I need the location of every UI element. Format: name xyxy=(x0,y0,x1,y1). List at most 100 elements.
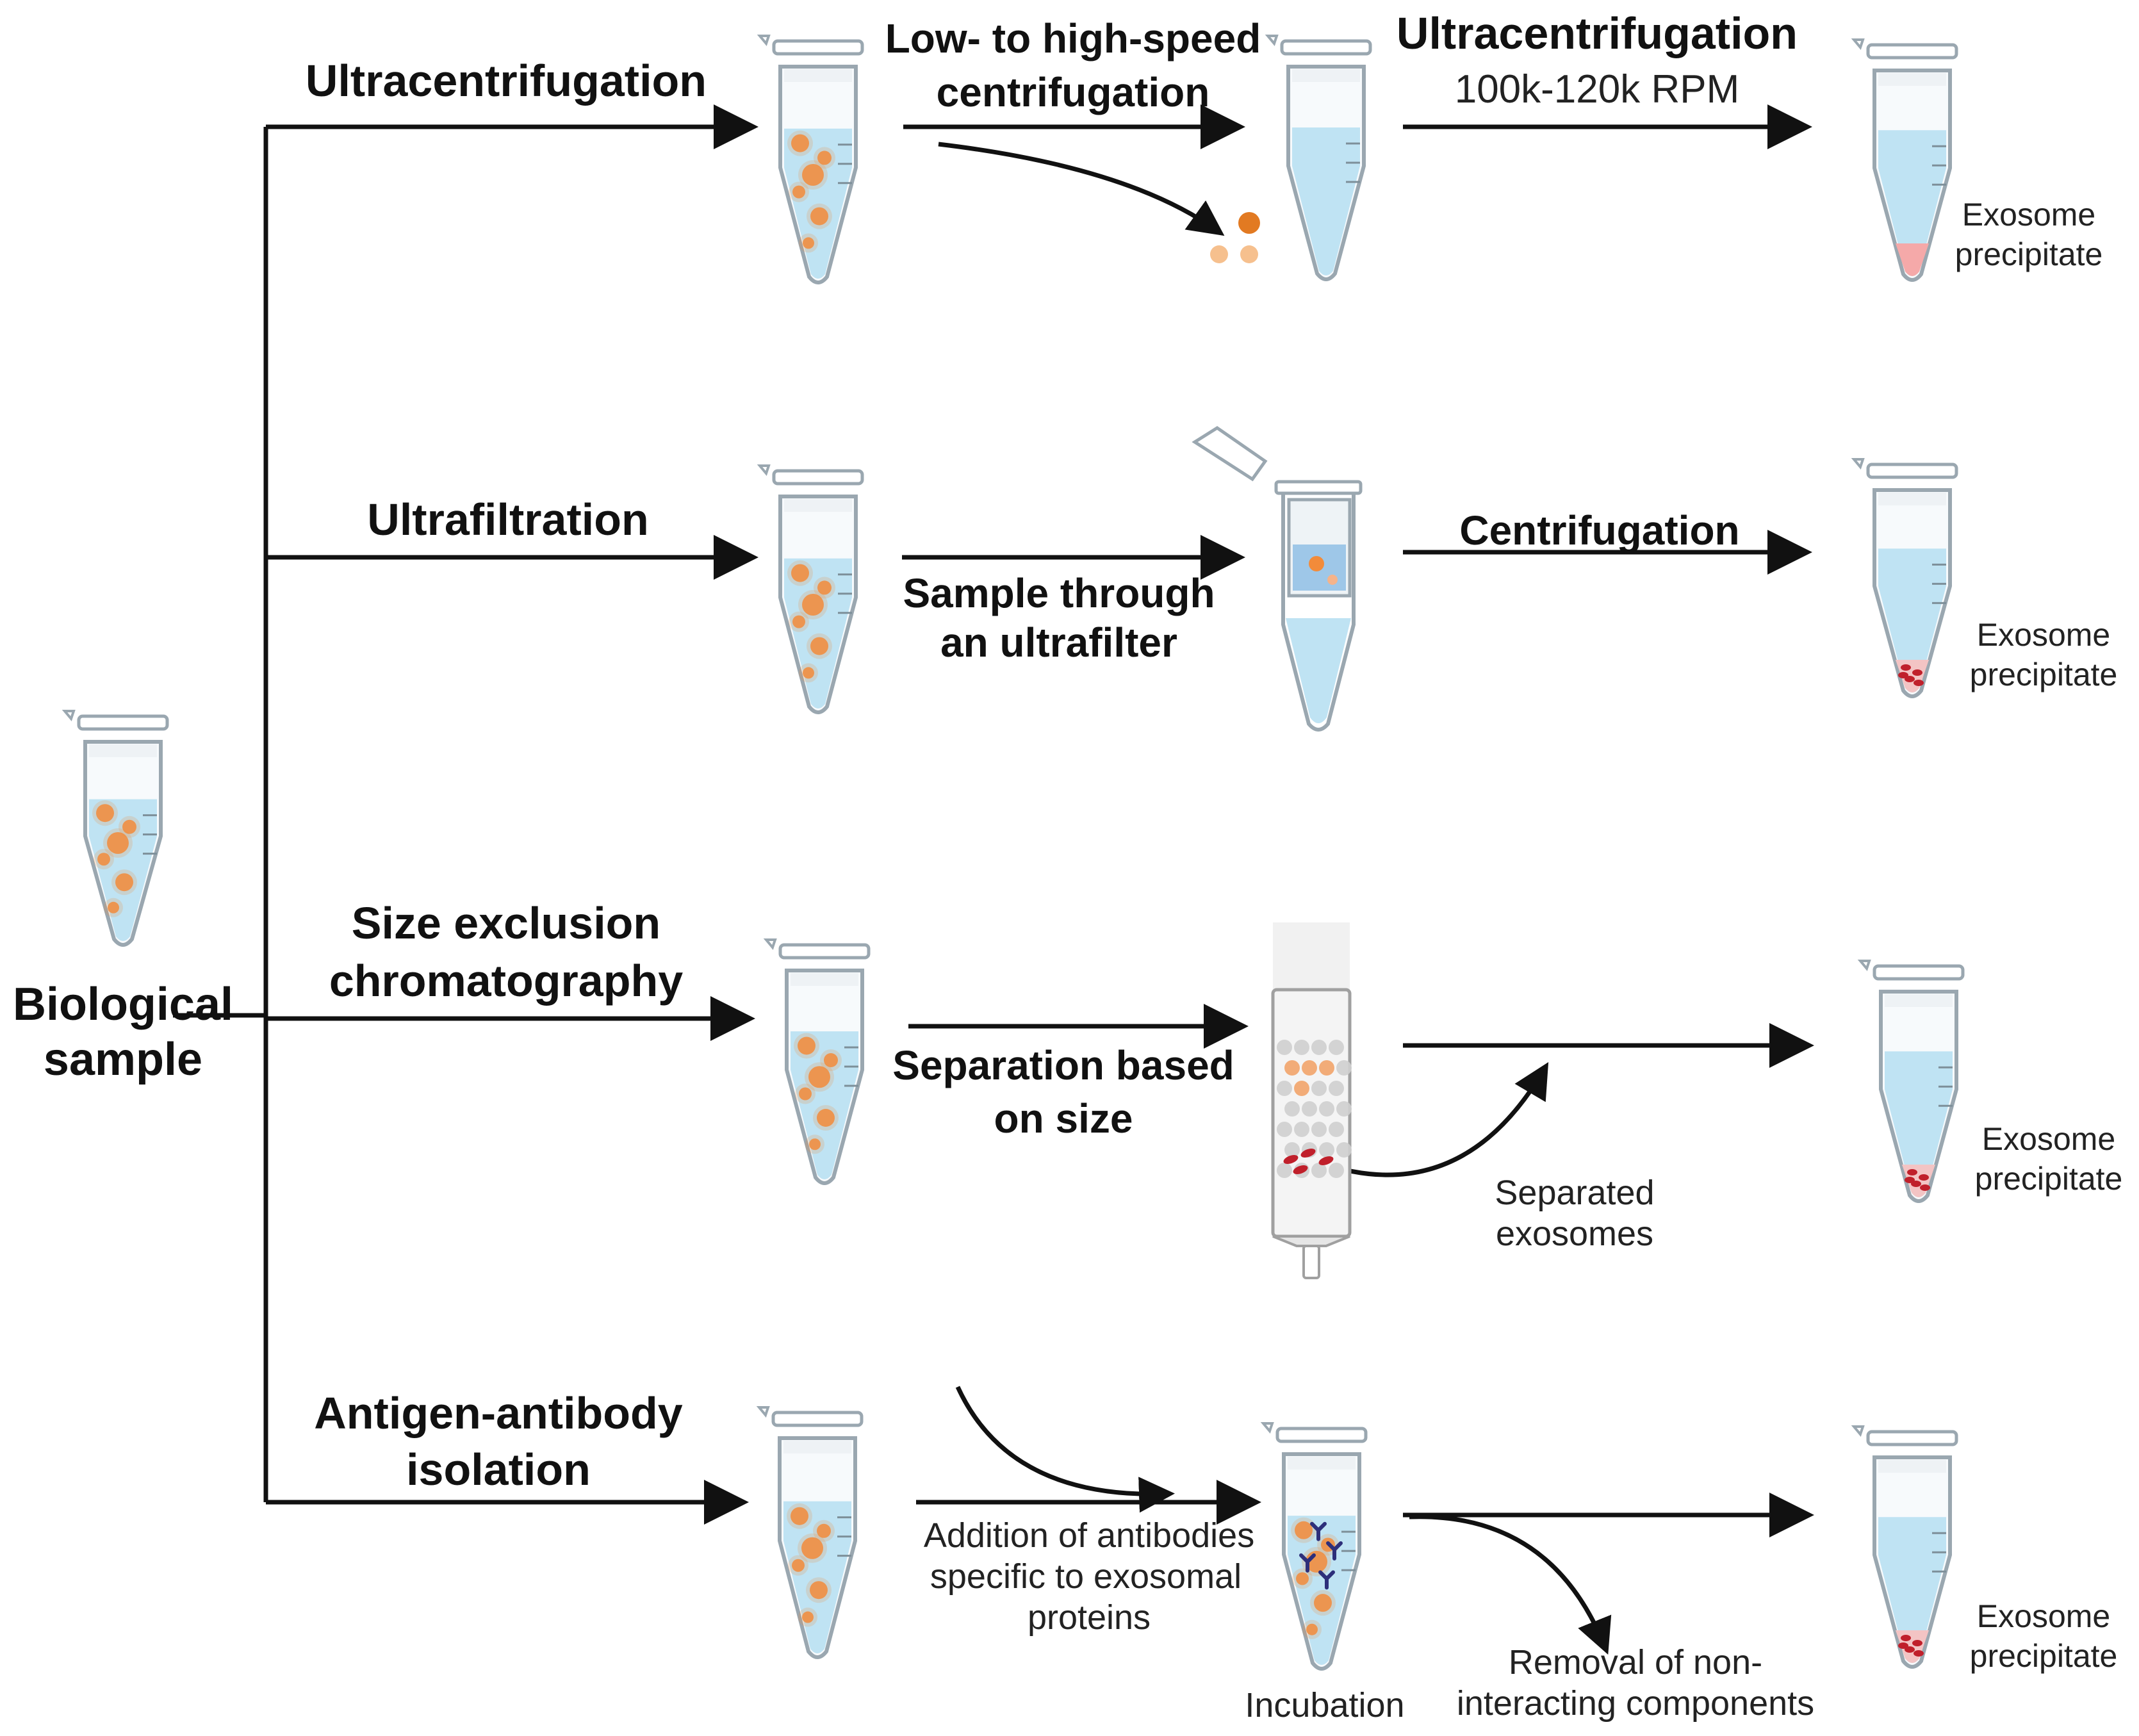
tube-band xyxy=(1878,493,1946,505)
sec-separated-exosome xyxy=(1318,1156,1334,1165)
tube-liquid xyxy=(783,1501,851,1653)
sec-column-outlet xyxy=(1302,1245,1320,1279)
result-label-row2-line2: precipitate xyxy=(1970,657,2118,692)
result-label-row4-line2: precipitate xyxy=(1970,1638,2118,1674)
exosome-particle xyxy=(801,1537,823,1559)
tube-liquid xyxy=(784,558,852,708)
tube-liquid xyxy=(89,799,157,941)
exosome-particle-halo xyxy=(813,1519,835,1542)
exosome-particle-halo xyxy=(814,147,835,169)
exosome-particle xyxy=(791,1507,808,1525)
exosome-pellet-particle xyxy=(1905,1646,1915,1653)
exosome-particle-halo xyxy=(798,590,828,619)
exosome-particle-halo xyxy=(806,1577,832,1603)
tube-hinge xyxy=(1857,960,1871,972)
source-label-line1: Biological xyxy=(13,979,233,1030)
exosome-particle-halo xyxy=(807,633,832,659)
ultrafilter-particle xyxy=(1309,556,1324,571)
sec-bead xyxy=(1277,1040,1292,1055)
step1-label-row4-line1: Addition of antibodies xyxy=(924,1516,1254,1555)
exosome-pellet-particle xyxy=(1912,669,1922,676)
exosome-particle-halo xyxy=(799,233,818,253)
tube-band xyxy=(784,69,852,82)
exosome-particle-halo xyxy=(1302,1619,1322,1639)
exosome-particle xyxy=(792,185,805,199)
tube-band xyxy=(1292,69,1360,82)
source-label-line2: sample xyxy=(44,1034,202,1085)
antibody-icon xyxy=(1310,1521,1327,1541)
sec-bead xyxy=(1329,1122,1344,1137)
exosome-particle-halo xyxy=(1310,1590,1336,1616)
exosome-particle xyxy=(808,1066,830,1088)
exosome-particle xyxy=(817,151,832,165)
method-label-sec-line1: Size exclusion xyxy=(352,898,660,948)
tube-band xyxy=(1288,1457,1356,1470)
ultrafilter-lid xyxy=(1192,426,1268,482)
step2-label-row1: Ultracentrifugation xyxy=(1397,8,1798,58)
exosome-particle-halo xyxy=(820,1049,842,1071)
exosome-particle-halo xyxy=(111,869,137,896)
exosome-particle xyxy=(799,1087,812,1101)
tube-row3-result xyxy=(1857,960,1965,1203)
exosome-particle-halo xyxy=(103,828,133,858)
sec-column xyxy=(1271,922,1352,1279)
sec-separated-exosome xyxy=(1283,1155,1299,1164)
tube-band xyxy=(1885,994,1953,1007)
exosome-pellet-particle xyxy=(1919,1174,1929,1181)
sec-bead xyxy=(1284,1142,1300,1158)
exosome-particle xyxy=(1306,1623,1318,1635)
exosome-particle-halo xyxy=(813,1105,839,1131)
tube-lid xyxy=(1866,1430,1958,1446)
exosome-particle-halo xyxy=(798,1607,817,1627)
exosome-particle xyxy=(824,1053,838,1067)
exosome-pellet-particle xyxy=(1898,672,1908,678)
side-note-row3-line1: Separated xyxy=(1495,1174,1654,1212)
result-label-row1-line2: precipitate xyxy=(1955,236,2103,272)
tube-lid xyxy=(771,1411,864,1427)
tube-band xyxy=(791,973,858,986)
exosome-pellet xyxy=(1896,243,1929,276)
exosome-pellet-particle xyxy=(1901,1635,1911,1641)
method-label-immuno-line2: isolation xyxy=(406,1445,591,1494)
exosome-particle-halo xyxy=(787,130,813,156)
step1-label-row1-line1: Low- to high-speed xyxy=(885,15,1261,61)
exosome-particle xyxy=(803,237,814,249)
tube-hinge xyxy=(1851,38,1865,51)
tube-lid xyxy=(77,714,169,731)
sec-bead xyxy=(1302,1101,1317,1117)
sec-bead xyxy=(1284,1060,1300,1076)
sec-beads xyxy=(1277,1040,1352,1178)
exosome-particle xyxy=(802,1611,814,1623)
tube-lid xyxy=(1866,463,1958,479)
tube-row4-input xyxy=(756,1406,864,1659)
exosome-pellet-particle xyxy=(1911,1181,1921,1187)
tube-hinge xyxy=(757,464,771,477)
exosome-particle-halo xyxy=(798,160,828,190)
tube-row1-supernatant xyxy=(1265,35,1372,281)
exosome-particle xyxy=(802,594,824,616)
step1-label-row4-line3: proteins xyxy=(1028,1598,1151,1637)
sec-bead xyxy=(1319,1101,1334,1117)
tube-liquid xyxy=(1878,1517,1946,1663)
method-label-immuno-line1: Antigen-antibody xyxy=(314,1388,683,1438)
sec-bead xyxy=(1311,1081,1327,1096)
tube-liquid xyxy=(791,1031,858,1179)
tube-band xyxy=(783,1441,851,1453)
exosome-particle xyxy=(810,637,828,655)
tube-row3-input xyxy=(763,938,871,1185)
sec-bead xyxy=(1311,1040,1327,1055)
sec-column-taper xyxy=(1272,1235,1350,1247)
exosome-particle xyxy=(96,804,114,823)
tube-lid xyxy=(778,943,871,960)
sec-separated-exosome xyxy=(1300,1149,1316,1158)
sec-bead xyxy=(1294,1040,1309,1055)
sec-bead xyxy=(1329,1163,1344,1178)
sec-bead xyxy=(1277,1081,1292,1096)
sec-bead xyxy=(1319,1142,1334,1158)
exosome-particle xyxy=(791,134,809,152)
exosome-particle xyxy=(802,164,824,186)
exosome-pellet-particle xyxy=(1912,1640,1922,1646)
exosome-pellet-particle xyxy=(1898,1642,1908,1649)
sec-bead xyxy=(1277,1163,1292,1178)
exosome-particle-halo xyxy=(807,203,832,229)
